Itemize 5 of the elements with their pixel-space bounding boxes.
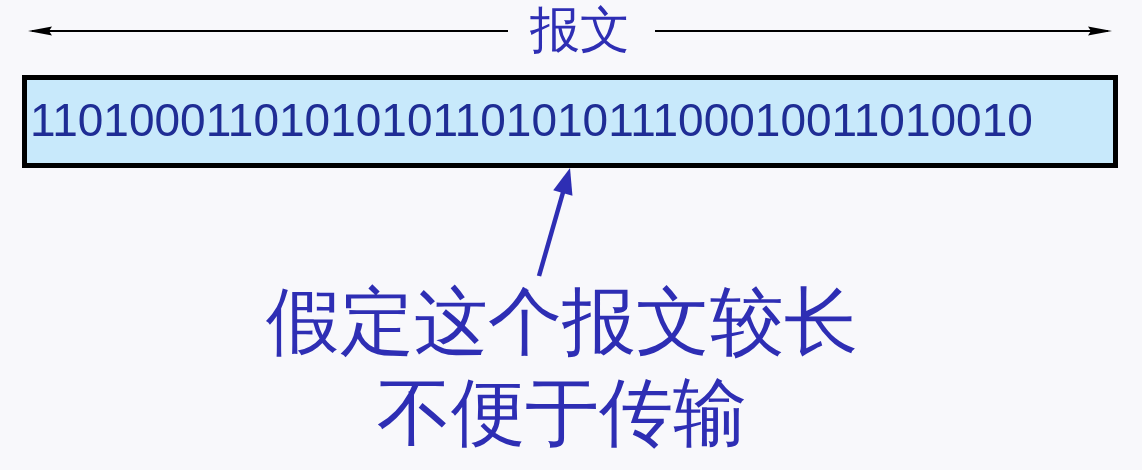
leader-arrow [536,167,573,277]
callout-text: 假定这个报文较长不便于传输 [258,276,866,458]
bit-string: 1101000110101010110101011100010011010010 [30,97,1033,143]
dimension-label: 报文 [530,5,630,55]
message-box [22,75,1118,168]
